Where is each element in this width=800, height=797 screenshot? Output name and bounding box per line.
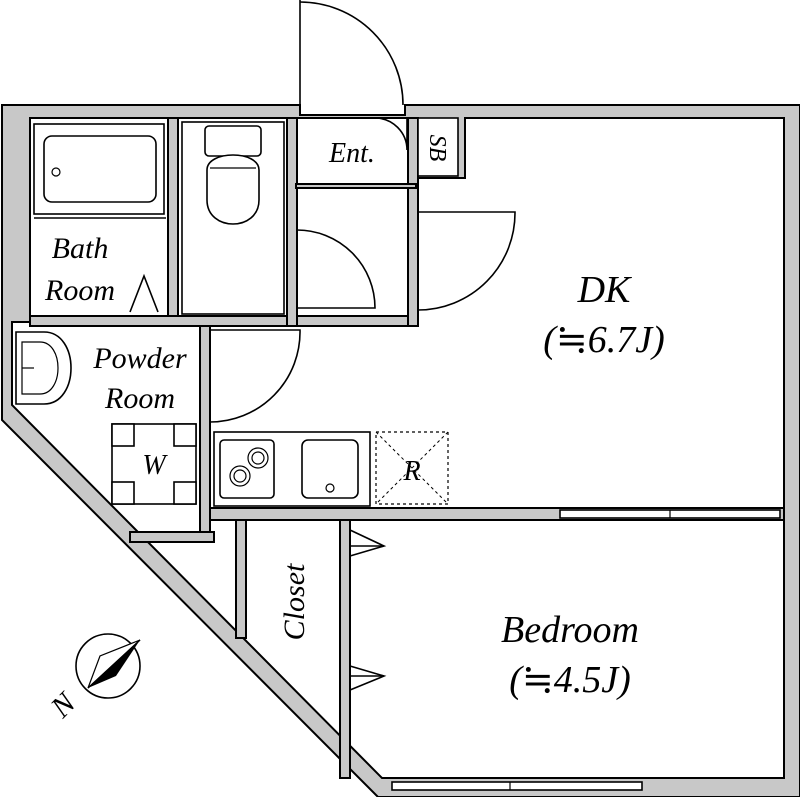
bath-folding-door[interactable] — [34, 217, 166, 313]
interior-doors[interactable] — [209, 117, 516, 423]
north-compass: N — [44, 633, 141, 725]
bedroom-size: (≒4.5J) — [509, 659, 631, 701]
closet-doors[interactable] — [349, 529, 387, 691]
fridge-space — [375, 431, 449, 505]
wash-basin — [15, 331, 72, 405]
powder-label-1: Powder — [92, 342, 187, 375]
fridge-label: R — [402, 456, 420, 487]
powder-label-2: Room — [104, 382, 175, 415]
bedroom-label: Bedroom — [501, 609, 639, 651]
sliding-doors — [391, 509, 781, 791]
toilet — [181, 121, 285, 315]
entrance-door[interactable] — [299, 0, 404, 115]
bathtub — [33, 123, 165, 215]
dk-size: (≒6.7J) — [543, 319, 665, 361]
shoe-box-label: SB — [424, 135, 450, 162]
bath-label-1: Bath — [52, 232, 109, 265]
washing-machine — [111, 423, 197, 505]
dk-label: DK — [577, 269, 632, 311]
interior-walls — [29, 117, 785, 779]
bath-label-2: Room — [44, 274, 115, 307]
washer-label: W — [142, 450, 168, 481]
entrance-label: Ent. — [328, 138, 375, 169]
kitchen-counter — [213, 431, 371, 507]
closet-label: Closet — [278, 563, 311, 640]
north-label: N — [44, 685, 84, 725]
shoe-box — [417, 117, 459, 177]
